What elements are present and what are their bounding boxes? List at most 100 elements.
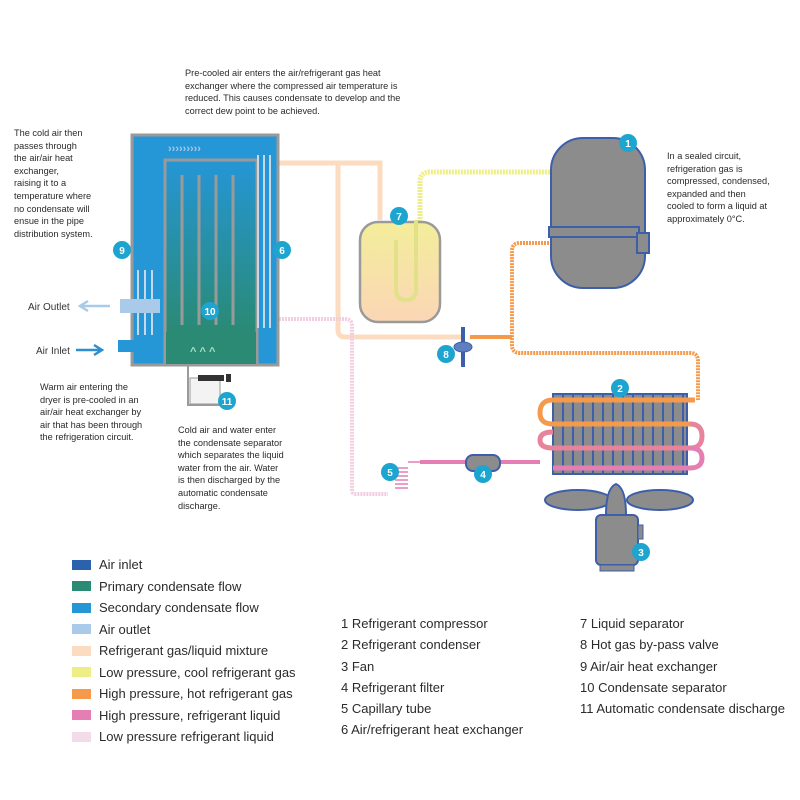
badge-3: 3 (632, 543, 650, 561)
legend-label: Secondary condensate flow (99, 600, 259, 616)
note-line: no condensate will (14, 203, 90, 214)
condenser (537, 393, 705, 475)
badge-6: 6 (273, 241, 291, 259)
note-line: ensue in the pipe (14, 216, 84, 227)
note-cold-air: The cold air then passes through the air… (14, 127, 93, 240)
part-item: 10 Condensate separator (580, 679, 727, 695)
note-line: Pre-cooled air enters the air/refrigeran… (185, 68, 381, 78)
note-line: which separates the liquid (178, 450, 284, 461)
badge-label: 11 (222, 397, 233, 408)
note-line: refrigeration gas is (667, 163, 743, 174)
legend-swatch (72, 667, 91, 678)
compressor (548, 137, 650, 289)
legend-swatch (72, 559, 91, 570)
badge-label: 8 (443, 350, 449, 361)
part-item: 1 Refrigerant compressor (341, 616, 488, 631)
air-inlet-arrow-icon (76, 343, 105, 357)
legend-item: Air inlet (72, 554, 296, 576)
air-inlet-label: Air Inlet (36, 346, 70, 357)
legend-label: Air outlet (99, 621, 151, 637)
legend-item: Low pressure, cool refrigerant gas (72, 662, 296, 684)
badge-1: 1 (619, 134, 637, 152)
part-item: 3 Fan (341, 658, 375, 674)
capillary-tube (395, 461, 420, 489)
pipe-gas-liquid-mixture-2 (335, 163, 462, 340)
legend-label: High pressure, refrigerant liquid (99, 707, 281, 723)
note-line: water from the air. Water (178, 462, 279, 473)
note-line: exchanger, (14, 165, 59, 176)
note-line: air that has been through (40, 419, 143, 430)
badge-5: 5 (381, 463, 399, 481)
fan (544, 482, 694, 572)
air-dryer-unit: ››››››››› ^ ^ ^ (118, 133, 280, 406)
badge-label: 1 (625, 139, 631, 150)
legend-label: Refrigerant gas/liquid mixture (99, 643, 269, 659)
air-outlet-label: Air Outlet (28, 302, 70, 313)
legend-swatch (72, 731, 91, 742)
badge-label: 3 (638, 548, 644, 559)
pipe-low-pressure-liquid (270, 317, 388, 496)
note-line: dryer is pre-cooled in an (40, 394, 139, 405)
legend-item: Primary condensate flow (72, 576, 296, 598)
note-line: The cold air then (14, 128, 83, 138)
note-line: reduced. This causes condensate to devel… (185, 93, 401, 104)
parts-list-col1: 1 Refrigerant compressor 2 Refrigerant c… (341, 613, 523, 741)
badge-8: 8 (437, 345, 455, 363)
legend-swatch (72, 688, 91, 699)
legend-swatch (72, 645, 91, 656)
badge-label: 9 (119, 246, 125, 257)
note-line: passes through (14, 140, 77, 151)
legend-item: Air outlet (72, 619, 296, 641)
legend-swatch (72, 581, 91, 592)
note-line: the condensate separator (178, 437, 283, 448)
svg-text:^ ^ ^: ^ ^ ^ (190, 346, 216, 358)
badge-11: 11 (218, 392, 236, 410)
note-line: In a sealed circuit, (667, 151, 742, 161)
badge-7: 7 (390, 207, 408, 225)
badge-label: 4 (480, 470, 486, 481)
note-line: raising it to a (14, 178, 67, 189)
note-line: Warm air entering the (40, 382, 128, 392)
legend-label: Primary condensate flow (99, 578, 242, 594)
note-line: is then discharged by the (178, 475, 281, 486)
badge-9: 9 (113, 241, 131, 259)
badge-label: 10 (204, 307, 216, 318)
note-line: discharge. (178, 500, 221, 511)
note-line: cooled to form a liquid at (667, 201, 768, 212)
legend-item: Low pressure refrigerant liquid (72, 726, 296, 748)
badge-4: 4 (474, 465, 492, 483)
legend-label: Low pressure, cool refrigerant gas (99, 664, 296, 680)
badge-label: 5 (387, 468, 393, 479)
note-line: Cold air and water enter (178, 425, 277, 435)
svg-text:›››››››››: ››››››››› (168, 143, 201, 155)
note-line: the refrigeration circuit. (40, 432, 134, 443)
note-line: approximately 0°C. (667, 213, 745, 224)
legend-item: Secondary condensate flow (72, 597, 296, 619)
legend-swatch (72, 624, 91, 635)
part-item: 9 Air/air heat exchanger (580, 658, 718, 674)
badge-10: 10 (201, 302, 219, 320)
part-item: 7 Liquid separator (580, 616, 685, 631)
bypass-valve (453, 327, 473, 367)
note-line: compressed, condensed, (667, 176, 770, 187)
note-line: distribution system. (14, 228, 93, 239)
part-item: 4 Refrigerant filter (341, 679, 445, 695)
part-item: 6 Air/refrigerant heat exchanger (341, 722, 524, 738)
pipe-gas-liquid-mixture (270, 160, 383, 220)
note-line: air/air heat exchanger by (40, 407, 142, 418)
pipe-low-pressure-gas (417, 169, 550, 228)
note-precooled-air: Pre-cooled air enters the air/refrigeran… (185, 67, 400, 117)
note-line: the air/air heat (14, 153, 73, 164)
part-item: 5 Capillary tube (341, 701, 432, 717)
note-line: correct dew point to be achieved. (185, 105, 320, 116)
legend-label: Air inlet (99, 557, 143, 573)
legend-swatch (72, 602, 91, 613)
note-sealed-circuit: In a sealed circuit, refrigeration gas i… (667, 150, 770, 226)
badge-label: 6 (279, 246, 285, 257)
note-line: expanded and then (667, 188, 746, 199)
note-line: exchanger where the compressed air tempe… (185, 80, 398, 91)
part-item: 8 Hot gas by-pass valve (580, 637, 719, 653)
legend-item: High pressure, refrigerant liquid (72, 705, 296, 727)
